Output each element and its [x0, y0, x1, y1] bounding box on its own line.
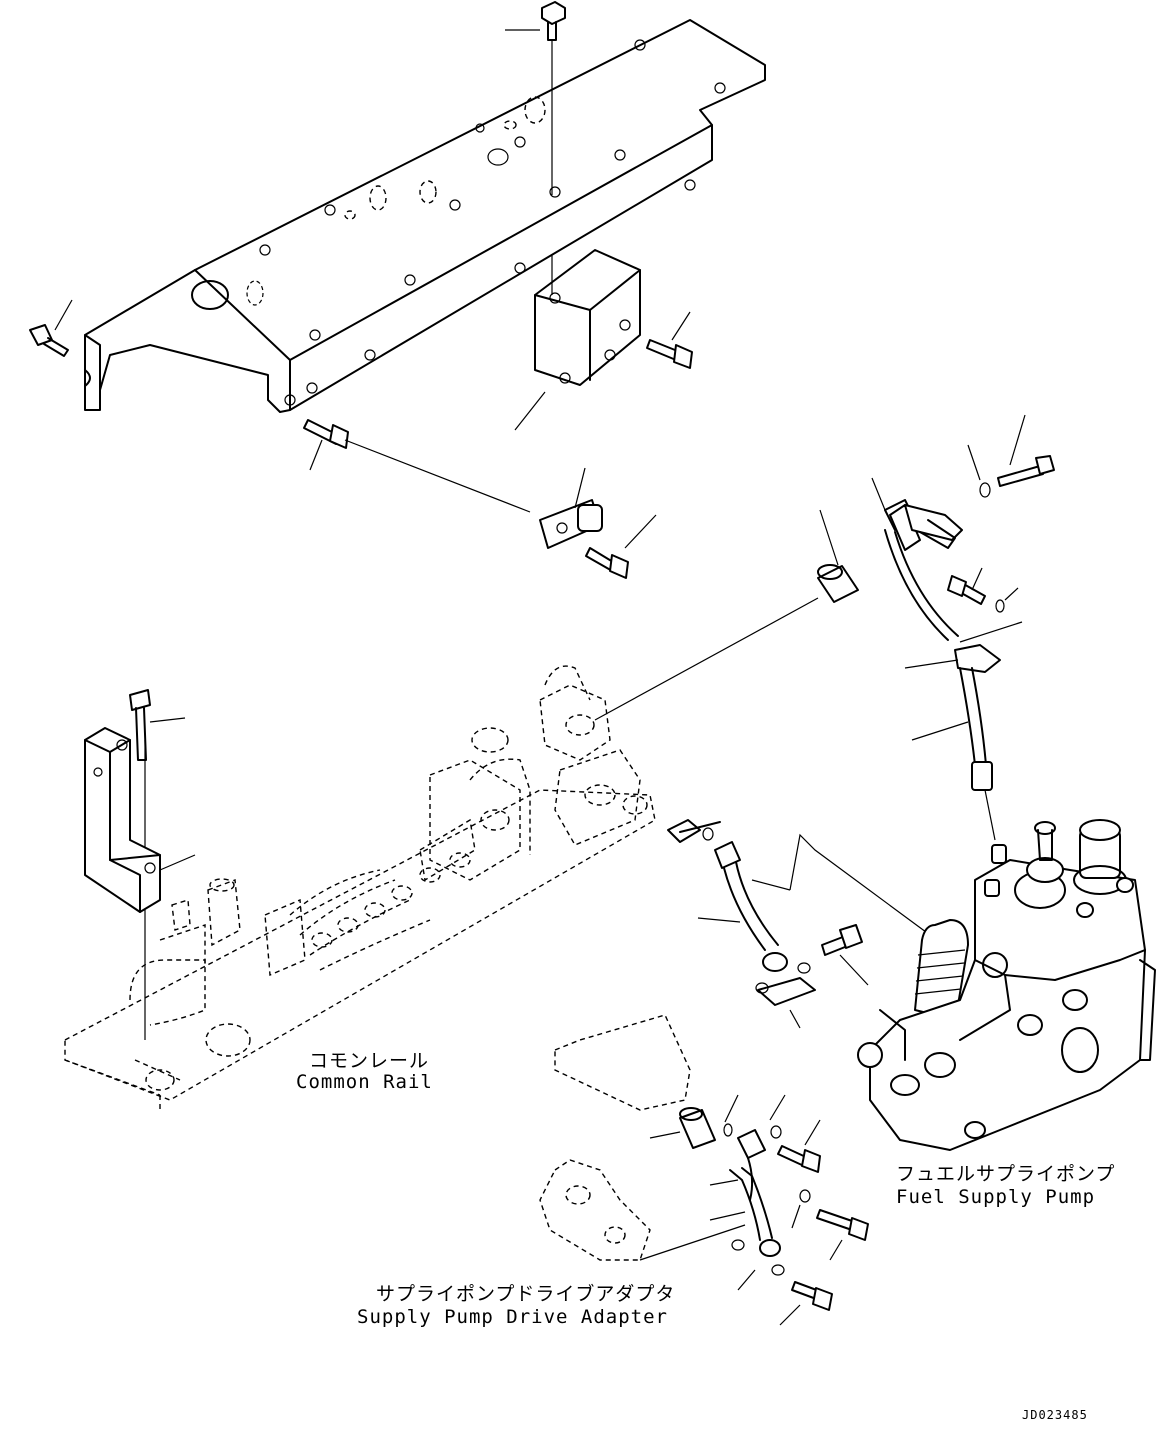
rail-bracket	[84, 689, 196, 913]
lower-drain-pipe	[649, 1094, 869, 1326]
overflow-pipe	[667, 819, 931, 1029]
drawing-id: JD023485	[1022, 1408, 1088, 1422]
spacer-block	[534, 249, 641, 386]
drive-adapter-label-en: Supply Pump Drive Adapter	[357, 1306, 668, 1328]
fuel-pump-label-en: Fuel Supply Pump	[896, 1186, 1096, 1208]
harness-bolt	[947, 414, 1055, 643]
top-bolt	[505, 1, 566, 295]
drive-adapter-label-jp: サプライポンプドライブアダプタ	[376, 1283, 676, 1305]
common-rail-label-jp: コモンレール	[309, 1050, 430, 1072]
small-clamp	[539, 467, 657, 579]
spacer-bolt	[514, 311, 693, 431]
left-bolt	[29, 299, 73, 357]
fuel-supply-pump	[857, 819, 1156, 1151]
drive-adapter	[539, 1014, 746, 1261]
common-rail-label-en: Common Rail	[296, 1071, 433, 1093]
plate-lower-bolt	[303, 419, 531, 513]
upper-bracket-plate	[84, 19, 766, 413]
spacer-sleeve	[594, 509, 859, 721]
pump-sensor-harness	[871, 477, 1001, 841]
fuel-pump-label-jp: フュエルサプライポンプ	[896, 1163, 1116, 1185]
